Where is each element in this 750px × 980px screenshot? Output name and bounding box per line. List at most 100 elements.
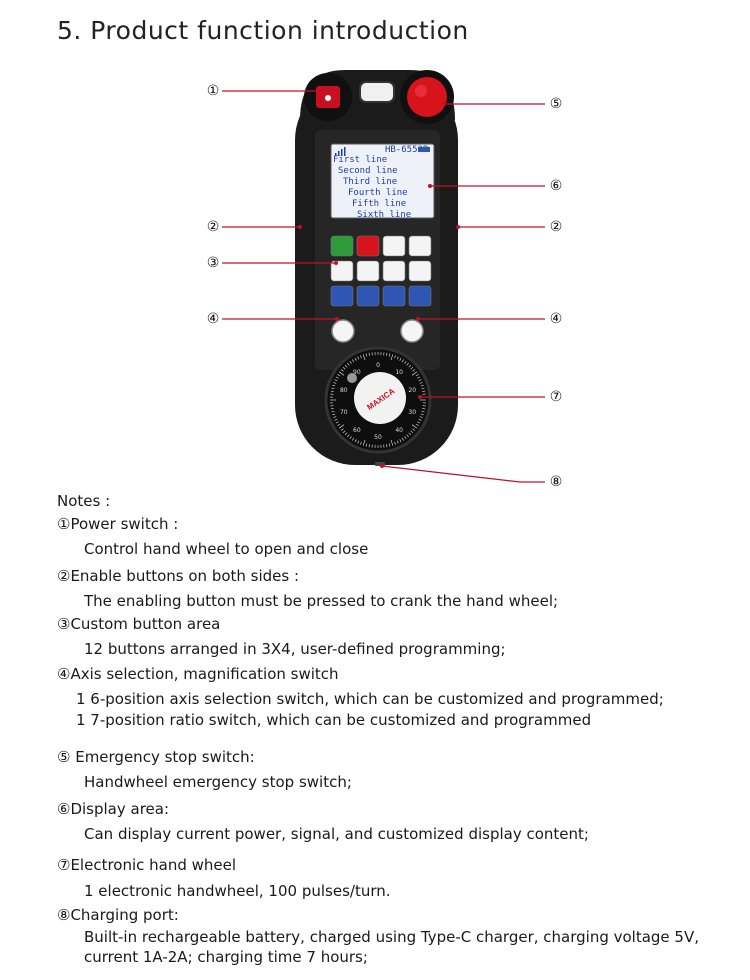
dial-tick — [401, 437, 405, 441]
custom-key-6 — [356, 260, 380, 282]
dial-tick — [417, 421, 421, 424]
note-title-2: ②Enable buttons on both sides : — [57, 567, 300, 585]
dial-tick — [342, 430, 346, 434]
screen-header: HB-6553B — [385, 145, 428, 155]
custom-key-2 — [356, 235, 380, 257]
dial-tick — [333, 416, 337, 418]
screen-line-4: Fourth line — [348, 188, 408, 198]
callout-2-left: ② — [206, 219, 220, 235]
note-desc-1: Control hand wheel to open and close — [84, 540, 369, 558]
dial-tick — [422, 390, 426, 392]
custom-key-1 — [330, 235, 354, 257]
screen-line-1: First line — [333, 155, 387, 165]
dial-tick — [410, 430, 414, 434]
dial-tick — [418, 418, 422, 421]
dial-tick — [396, 356, 399, 360]
custom-key-3 — [382, 235, 406, 257]
dial-tick — [335, 376, 339, 379]
handwheel-crank — [347, 373, 357, 383]
hanger-slot — [359, 81, 395, 103]
callout-5: ⑤ — [549, 96, 563, 112]
custom-key-5 — [330, 260, 354, 282]
dial-tick — [422, 408, 426, 410]
custom-key-4 — [408, 235, 432, 257]
note-title-1: ①Power switch : — [57, 515, 179, 533]
dial-tick — [347, 434, 350, 438]
note-desc-4b: 1 7-position ratio switch, which can be … — [76, 711, 592, 729]
dial-number: 70 — [340, 409, 348, 416]
callout-1: ① — [206, 83, 220, 99]
dial-tick — [335, 421, 339, 424]
dial-tick — [386, 352, 388, 356]
handwheel-center — [354, 372, 406, 424]
dial-tick — [338, 424, 345, 429]
dial-tick — [410, 366, 414, 370]
dial-tick — [386, 444, 388, 448]
leader-lines — [222, 90, 545, 483]
dial-tick — [368, 352, 370, 356]
dial-tick — [344, 364, 348, 368]
dial-tick — [368, 444, 370, 448]
note-desc-7: 1 electronic handwheel, 100 pulses/turn. — [84, 882, 391, 900]
dial-tick — [399, 439, 402, 443]
callout-7: ⑦ — [549, 389, 563, 405]
dial-tick — [362, 439, 366, 446]
custom-key-10 — [356, 285, 380, 307]
dial-number: 0 — [376, 362, 380, 369]
callout-4-left: ④ — [206, 311, 220, 327]
dial-tick — [334, 418, 338, 421]
dial-tick — [421, 387, 425, 390]
dial-tick — [331, 387, 335, 390]
estop-button — [407, 77, 447, 117]
note-title-5: ⑤ Emergency stop switch: — [57, 748, 255, 766]
dial-tick — [354, 439, 357, 443]
note-desc-8a: Built-in rechargeable battery, charged u… — [84, 928, 699, 946]
custom-key-7 — [382, 260, 406, 282]
note-title-3: ③Custom button area — [57, 615, 221, 633]
dial-tick — [411, 371, 418, 376]
dial-tick — [330, 390, 334, 392]
battery-icon — [418, 147, 430, 152]
dial-tick — [394, 441, 396, 445]
callout-2-right: ② — [549, 219, 563, 235]
dial-number: 10 — [395, 369, 403, 376]
dial-number: 30 — [408, 409, 416, 416]
screen-line-3: Third line — [343, 177, 397, 187]
dial-tick — [333, 382, 337, 384]
dial-number: 90 — [353, 369, 361, 376]
dial-tick — [411, 424, 418, 429]
dial-tick — [351, 437, 355, 441]
dial-tick — [412, 428, 416, 431]
dial-tick — [415, 423, 419, 427]
magnification-knob — [400, 319, 424, 343]
dial-tick — [408, 364, 412, 368]
dial-tick — [337, 423, 341, 427]
dial-tick — [419, 416, 423, 418]
dial-tick — [360, 441, 362, 445]
dial-tick — [330, 408, 334, 410]
note-desc-3: 12 buttons arranged in 3X4, user-defined… — [84, 640, 506, 658]
screen-line-6: Sixth line — [357, 210, 411, 220]
dial-tick — [362, 354, 366, 361]
screen-line-2: Second line — [338, 166, 398, 176]
dial-tick — [340, 428, 344, 431]
screen-line-5: Fifth line — [352, 199, 406, 209]
notes-heading: Notes : — [57, 492, 111, 510]
custom-key-8 — [408, 260, 432, 282]
dial-tick — [334, 379, 338, 382]
dial-tick — [404, 436, 407, 440]
dial-tick — [418, 379, 422, 382]
dial-tick — [390, 439, 394, 446]
dial-number: 20 — [408, 387, 416, 394]
callout-4-right: ④ — [549, 311, 563, 327]
dial-tick — [349, 436, 352, 440]
note-desc-8b: current 1A-2A; charging time 7 hours; — [84, 948, 368, 966]
dial-tick — [388, 353, 391, 357]
dial-tick — [340, 369, 344, 372]
dial-tick — [347, 362, 350, 366]
custom-key-9 — [330, 285, 354, 307]
note-desc-4a: 1 6-position axis selection switch, whic… — [76, 690, 664, 708]
dial-tick — [406, 362, 409, 366]
dial-tick — [394, 355, 396, 359]
